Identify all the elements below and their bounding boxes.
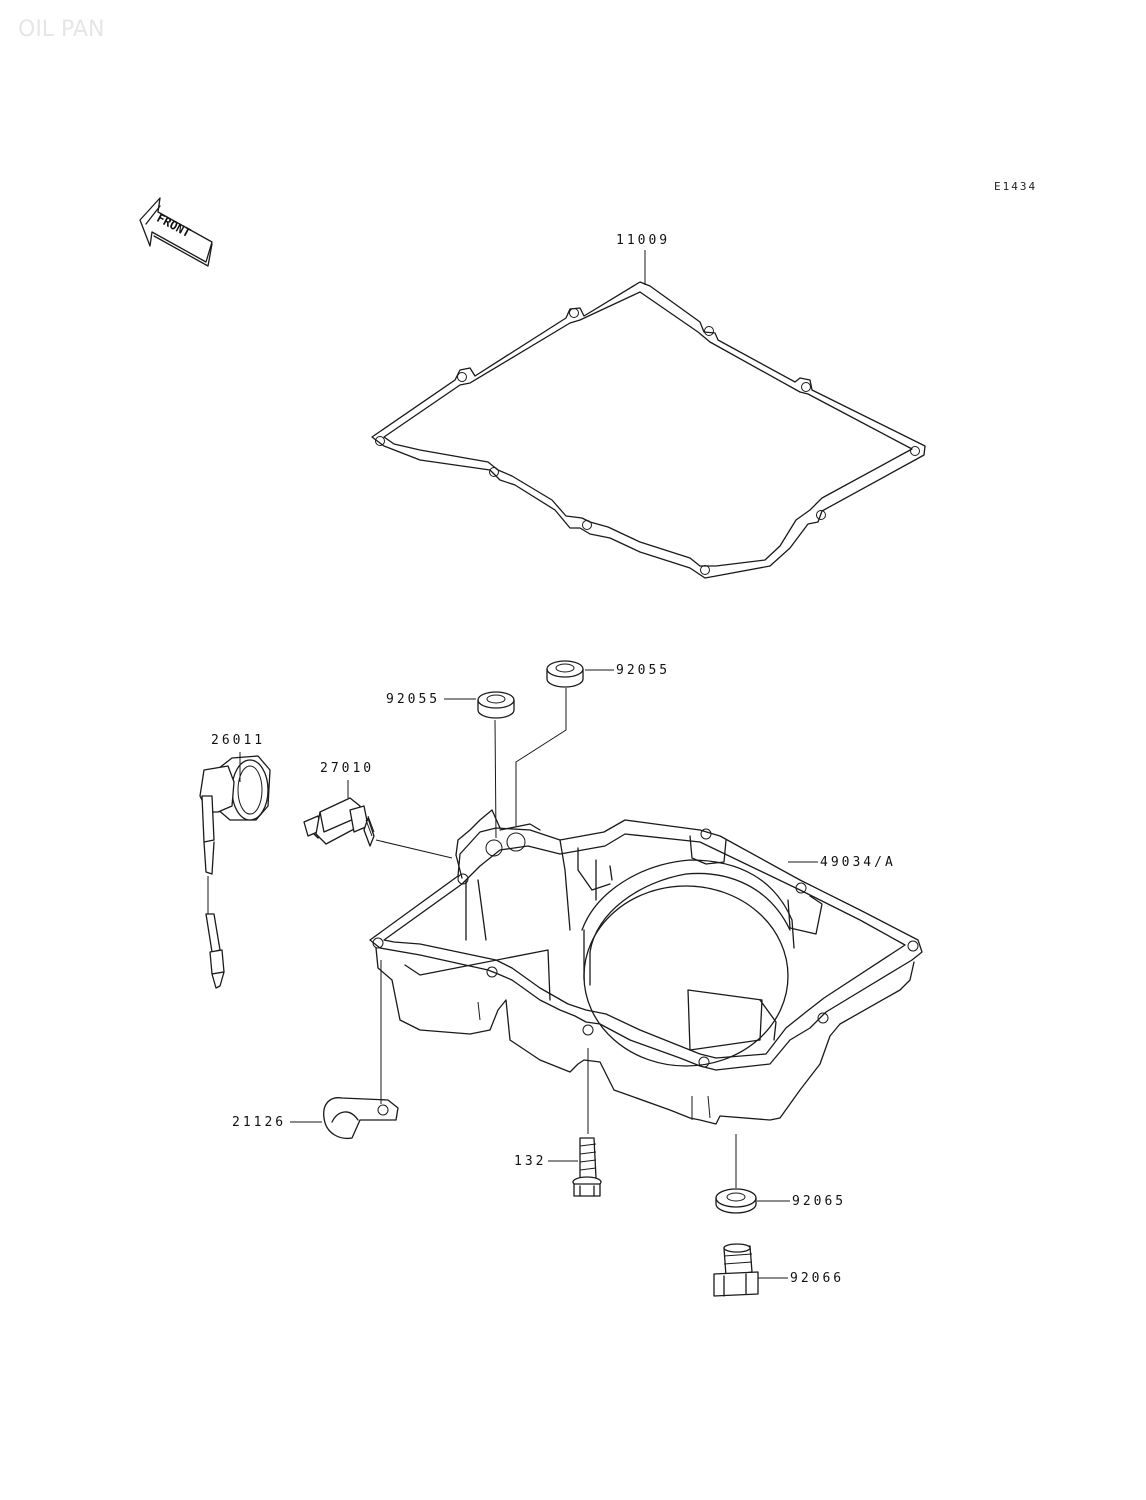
label-92055-right: 92055 xyxy=(515,663,670,826)
part-number-49034a: 49034/A xyxy=(820,855,896,870)
drain-plug-92066 xyxy=(713,1243,759,1297)
oring-92055-left xyxy=(477,691,515,719)
gasket-11009 xyxy=(371,281,926,579)
part-number-21126: 21126 xyxy=(232,1115,286,1130)
front-arrow-icon: FRONT xyxy=(139,197,213,267)
clamp-21126 xyxy=(323,1097,399,1140)
part-number-26011: 26011 xyxy=(211,733,265,748)
switch-cap-26011 xyxy=(199,755,271,989)
label-49034a: 49034/A xyxy=(788,855,896,870)
part-number-92065: 92065 xyxy=(792,1194,846,1209)
part-number-132: 132 xyxy=(514,1154,546,1169)
part-number-92066: 92066 xyxy=(790,1271,844,1286)
bolt-132 xyxy=(572,1137,602,1197)
oil-pan-49034a xyxy=(369,809,923,1125)
oring-92055-right xyxy=(546,660,584,688)
label-132: 132 xyxy=(514,1048,589,1169)
label-27010: 27010 xyxy=(320,761,453,859)
part-number-27010: 27010 xyxy=(320,761,374,776)
label-21126: 21126 xyxy=(232,960,382,1130)
label-92055-left: 92055 xyxy=(386,692,497,839)
label-11009: 11009 xyxy=(616,233,670,285)
label-26011: 26011 xyxy=(211,733,265,782)
diagram-code: E1434 xyxy=(994,180,1037,193)
oil-pressure-switch-27010 xyxy=(303,797,375,847)
label-92065: 92065 xyxy=(735,1134,846,1209)
part-number-11009: 11009 xyxy=(616,233,670,248)
label-92066: 92066 xyxy=(758,1271,844,1286)
part-number-92055-right: 92055 xyxy=(616,663,670,678)
page-title: OIL PAN xyxy=(18,17,104,42)
part-number-92055-left: 92055 xyxy=(386,692,440,707)
washer-92065 xyxy=(715,1188,757,1214)
